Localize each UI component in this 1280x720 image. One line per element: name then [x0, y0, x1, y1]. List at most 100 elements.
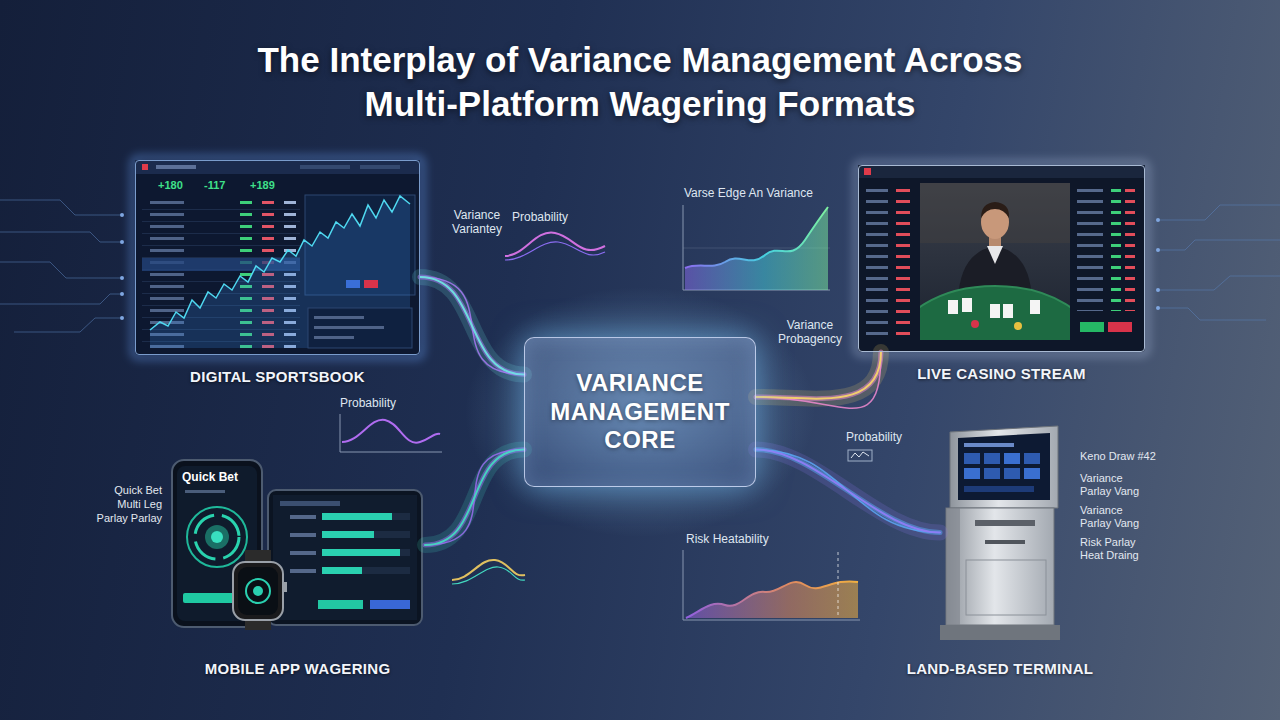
mobile-devices	[322, 531, 374, 538]
sportsbook-screen	[133, 158, 422, 357]
live-casino-screen	[1080, 322, 1104, 332]
circuit-dots	[120, 240, 124, 244]
connector-ribbon	[756, 450, 940, 533]
mobile-devices	[290, 569, 316, 573]
sportsbook-screen	[314, 316, 364, 319]
kiosk-terminal	[1024, 468, 1040, 479]
mobile-devices	[187, 507, 247, 567]
live-casino-screen	[866, 186, 914, 336]
probability-widget	[851, 452, 869, 458]
connector-strand	[425, 450, 524, 546]
circuit-dots	[1156, 248, 1160, 252]
sportsbook-screen	[314, 336, 354, 339]
circuit-dots	[120, 213, 124, 217]
odds-value: +189	[250, 179, 275, 192]
connector-strand	[420, 277, 524, 375]
odds-value: -117	[204, 179, 225, 192]
mobile-devices	[283, 582, 287, 592]
platform-screen: LIVE CASINO STREAM	[858, 165, 1145, 352]
probability-chart	[340, 414, 442, 452]
sportsbook-screen	[135, 160, 420, 174]
risk-chart	[686, 581, 858, 618]
connector-strand	[756, 450, 940, 533]
core-glow	[465, 287, 815, 537]
chart-annotation: Variance Variantey	[445, 208, 509, 237]
accent-wave	[452, 560, 525, 584]
core-label: VARIANCE MANAGEMENT CORE	[543, 369, 737, 455]
probability-chart	[342, 420, 440, 443]
kiosk-terminal	[950, 426, 1058, 508]
live-casino-screen	[856, 163, 1147, 410]
circuit-lines	[1158, 205, 1280, 220]
mobile-devices	[185, 490, 225, 493]
chart-annotation: Probability	[846, 430, 902, 444]
mobile-devices	[322, 549, 410, 556]
mobile-devices	[322, 549, 400, 556]
live-casino-screen	[981, 202, 1009, 218]
circuit-lines	[14, 318, 122, 332]
live-casino-screen	[920, 286, 1070, 340]
circuit-lines	[0, 200, 122, 215]
sportsbook-screen	[308, 308, 412, 348]
kiosk-terminal	[940, 426, 1060, 640]
platform-group: LAND-BASED TERMINAL	[940, 425, 1060, 640]
kiosk-terminal	[1004, 453, 1020, 464]
live-casino-screen	[1003, 304, 1013, 318]
kiosk-terminal	[946, 508, 960, 625]
mobile-devices	[322, 567, 410, 574]
connector-strand	[756, 450, 940, 533]
accent-wave	[452, 560, 525, 580]
mobile-devices	[172, 460, 422, 630]
live-casino-screen	[858, 165, 1145, 178]
live-casino-screen	[1014, 322, 1022, 330]
variance-chart	[683, 205, 830, 290]
risk-chart	[838, 552, 839, 618]
live-casino-screen	[920, 183, 1070, 243]
terminal-note: Risk Parlay Heat Draing	[1080, 536, 1152, 562]
connector-strand	[425, 450, 524, 546]
mobile-devices	[205, 525, 229, 549]
connector-strand	[420, 277, 524, 375]
sportsbook-screen	[142, 164, 148, 170]
live-casino-screen	[948, 300, 958, 314]
connector-strand	[425, 450, 524, 546]
mobile-devices	[233, 562, 283, 620]
sportsbook-screen	[133, 158, 422, 357]
mobile-devices	[268, 490, 422, 625]
live-casino-screen	[864, 168, 871, 175]
live-casino-screen	[920, 183, 1070, 340]
circuit-lines	[1158, 308, 1266, 320]
terminal-note: Variance Parlay Vang	[1080, 472, 1152, 498]
kiosk-terminal	[985, 540, 1025, 544]
accent-wave	[452, 567, 525, 584]
platform-caption: LAND-BASED TERMINAL	[907, 660, 1094, 677]
live-casino-screen	[987, 246, 1003, 264]
probability-widget	[848, 450, 872, 461]
live-casino-screen	[1030, 300, 1040, 314]
mobile-devices	[290, 515, 316, 519]
connector-ribbon	[420, 277, 524, 375]
live-casino-screen	[962, 298, 972, 312]
connector-strand	[420, 277, 524, 375]
mobile-devices	[322, 567, 362, 574]
terminal-note: Keno Draw #42	[1080, 450, 1156, 463]
sportsbook-screen	[364, 280, 378, 288]
variance-chart	[685, 207, 828, 290]
mobile-devices	[246, 579, 270, 603]
kiosk-terminal	[1004, 468, 1020, 479]
phone-screen-text: Quick Bet	[182, 470, 238, 484]
risk-chart	[683, 620, 860, 621]
bet-type-label: Quick Bet	[114, 484, 162, 497]
bet-type-label: Parlay Parlay	[97, 512, 162, 525]
sportsbook-screen	[300, 165, 350, 169]
kiosk-terminal	[940, 625, 1060, 640]
platform-group: MOBILE APP WAGERING	[170, 460, 425, 630]
platform-caption: LIVE CASINO STREAM	[917, 365, 1086, 382]
mobile-devices	[280, 501, 340, 506]
chart-title: Risk Heatability	[686, 532, 769, 546]
live-casino-screen	[971, 320, 979, 328]
live-casino-screen	[920, 286, 1070, 340]
risk-chart	[683, 550, 684, 620]
kiosk-terminal	[975, 520, 1035, 526]
